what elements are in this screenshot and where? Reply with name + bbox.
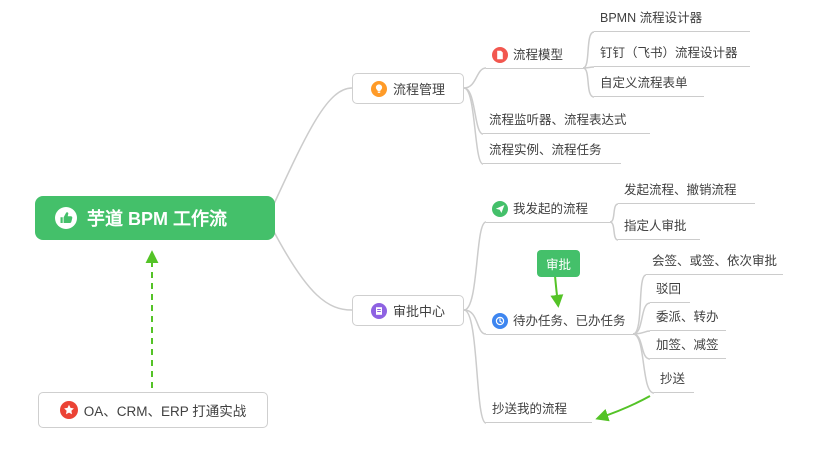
cc-flow-arrow bbox=[595, 395, 651, 422]
node-label: 发起流程、撤销流程 bbox=[624, 183, 737, 197]
node-label: OA、CRM、ERP 打通实战 bbox=[83, 404, 247, 419]
branch-connectors bbox=[272, 31, 655, 424]
node-oa-crm-erp-practice[interactable]: OA、CRM、ERP 打通实战 bbox=[38, 392, 268, 428]
node-label: 审批中心 bbox=[392, 304, 445, 319]
node-delegate-transfer[interactable]: 委派、转办 bbox=[650, 309, 726, 331]
node-label: 流程管理 bbox=[392, 82, 445, 97]
badge-label: 审批 bbox=[546, 258, 572, 272]
node-label: 我发起的流程 bbox=[513, 202, 589, 216]
node-label: 加签、减签 bbox=[656, 338, 719, 352]
bulb-icon bbox=[370, 80, 387, 97]
root-node[interactable]: 芋道 BPM 工作流 bbox=[35, 196, 275, 240]
node-add-remove-sign[interactable]: 加签、减签 bbox=[650, 337, 726, 359]
node-label: BPMN 流程设计器 bbox=[600, 11, 703, 25]
root-label: 芋道 BPM 工作流 bbox=[87, 209, 228, 229]
node-label: 驳回 bbox=[656, 282, 682, 296]
node-initiate-cancel[interactable]: 发起流程、撤销流程 bbox=[618, 182, 755, 204]
node-cc-my-process[interactable]: 抄送我的流程 bbox=[486, 401, 592, 423]
node-todo-done[interactable]: 待办任务、已办任务 bbox=[486, 312, 633, 335]
node-bpmn-designer[interactable]: BPMN 流程设计器 bbox=[594, 10, 750, 32]
approval-flow-arrow bbox=[550, 275, 564, 308]
node-dingtalk-designer[interactable]: 钉钉（飞书）流程设计器 bbox=[594, 45, 750, 67]
node-my-initiated[interactable]: 我发起的流程 bbox=[486, 200, 610, 223]
node-listener-expression[interactable]: 流程监听器、流程表达式 bbox=[483, 112, 650, 134]
paper-plane-icon bbox=[492, 201, 508, 217]
node-label: 自定义流程表单 bbox=[600, 76, 688, 90]
node-instance-task[interactable]: 流程实例、流程任务 bbox=[483, 142, 621, 164]
node-process-management[interactable]: 流程管理 bbox=[352, 73, 464, 104]
star-icon bbox=[59, 401, 78, 419]
node-approval-center[interactable]: 审批中心 bbox=[352, 295, 464, 326]
node-custom-form[interactable]: 自定义流程表单 bbox=[594, 75, 704, 97]
node-label: 流程监听器、流程表达式 bbox=[489, 113, 627, 127]
thumbs-up-icon bbox=[55, 207, 77, 229]
node-label: 流程模型 bbox=[513, 48, 564, 62]
clock-icon bbox=[492, 313, 508, 329]
node-cc[interactable]: 抄送 bbox=[654, 371, 694, 393]
node-label: 抄送 bbox=[660, 372, 686, 386]
node-label: 待办任务、已办任务 bbox=[513, 314, 626, 328]
node-label: 抄送我的流程 bbox=[492, 402, 568, 416]
node-label: 会签、或签、依次审批 bbox=[652, 254, 778, 268]
node-label: 流程实例、流程任务 bbox=[489, 143, 602, 157]
clipboard-icon bbox=[370, 302, 387, 319]
node-countersign[interactable]: 会签、或签、依次审批 bbox=[646, 253, 783, 275]
node-reject[interactable]: 驳回 bbox=[650, 281, 690, 303]
node-label: 指定人审批 bbox=[624, 219, 687, 233]
node-process-model[interactable]: 流程模型 bbox=[486, 46, 583, 69]
process-model-icon bbox=[492, 47, 508, 63]
node-assignee-approval[interactable]: 指定人审批 bbox=[618, 218, 700, 240]
node-label: 钉钉（飞书）流程设计器 bbox=[600, 46, 738, 60]
node-label: 委派、转办 bbox=[656, 310, 719, 324]
approval-badge[interactable]: 审批 bbox=[537, 250, 581, 277]
